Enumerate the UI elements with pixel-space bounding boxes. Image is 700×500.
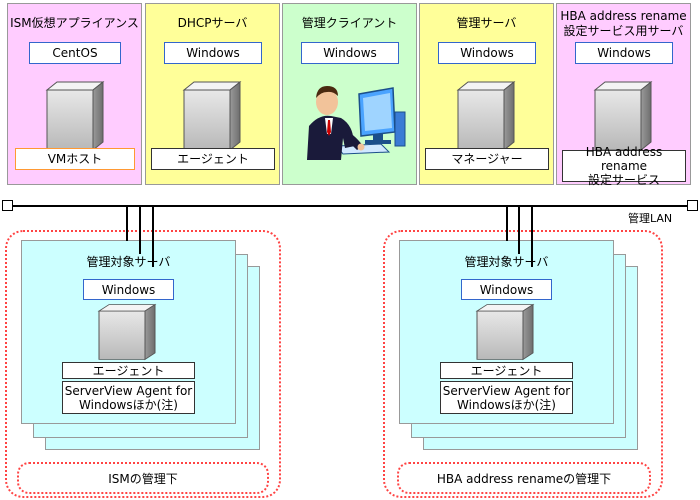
managed-agent-label: エージェント bbox=[62, 362, 195, 379]
hba-server-title-line1: HBA address rename bbox=[560, 9, 687, 23]
dhcp-os-label: Windows bbox=[164, 42, 262, 64]
server-icon bbox=[456, 80, 518, 152]
ism-appliance-panel: ISM仮想アプライアンス CentOS VMホスト bbox=[7, 3, 142, 185]
lan-drop-line bbox=[531, 205, 533, 267]
managed-agent-label: エージェント bbox=[440, 362, 573, 379]
serverview-line1: ServerView Agent for bbox=[64, 383, 193, 398]
ism-os-label: CentOS bbox=[29, 42, 121, 64]
client-os-label: Windows bbox=[301, 42, 399, 64]
hba-service-line1: HBA address rename bbox=[585, 145, 663, 173]
ism-managed-caption: ISMの管理下 bbox=[108, 472, 178, 486]
serverview-agent-label: ServerView Agent for Windowsほか(注) bbox=[62, 381, 195, 414]
hba-service-line2: 設定サービス bbox=[587, 173, 660, 187]
server-icon bbox=[97, 303, 159, 361]
lan-drop-line bbox=[126, 205, 128, 241]
hba-managed-caption-box bbox=[397, 462, 651, 494]
managed-os-label: Windows bbox=[83, 279, 174, 300]
hba-managed-group bbox=[383, 230, 663, 498]
dhcp-server-title: DHCPサーバ bbox=[177, 16, 248, 30]
manager-role-label: マネージャー bbox=[425, 148, 549, 170]
dhcp-agent-label: エージェント bbox=[151, 148, 275, 170]
server-icon bbox=[593, 80, 655, 152]
ism-managed-group bbox=[5, 230, 281, 498]
managed-server-title: 管理対象サーバ bbox=[464, 255, 549, 269]
managed-server-title: 管理対象サーバ bbox=[86, 255, 171, 269]
management-client-panel: 管理クライアント Windows bbox=[282, 3, 417, 185]
dhcp-server-panel: DHCPサーバ Windows エージェント bbox=[145, 3, 280, 185]
server-icon bbox=[182, 80, 244, 152]
management-server-panel: 管理サーバ Windows マネージャー bbox=[419, 3, 554, 185]
hba-managed-caption: HBA address renameの管理下 bbox=[436, 472, 612, 486]
management-lan-label: 管理LAN bbox=[628, 212, 673, 225]
managed-os-label: Windows bbox=[461, 279, 552, 300]
lan-left-terminal bbox=[2, 200, 13, 211]
management-server-title: 管理サーバ bbox=[456, 16, 517, 30]
manager-os-label: Windows bbox=[438, 42, 536, 64]
management-lan-line bbox=[12, 205, 688, 207]
vm-host-label: VMホスト bbox=[15, 148, 135, 170]
serverview-line2: Windowsほか(注) bbox=[79, 397, 178, 412]
serverview-line2: Windowsほか(注) bbox=[457, 397, 556, 412]
ism-managed-caption-box bbox=[17, 462, 269, 494]
user-at-computer-icon bbox=[307, 86, 406, 160]
serverview-line1: ServerView Agent for bbox=[442, 383, 571, 398]
management-client-title: 管理クライアント bbox=[301, 16, 398, 30]
lan-drop-line bbox=[506, 205, 508, 241]
server-icon bbox=[45, 80, 107, 152]
server-icon bbox=[475, 303, 537, 361]
lan-right-terminal bbox=[687, 200, 698, 211]
serverview-agent-label: ServerView Agent for Windowsほか(注) bbox=[440, 381, 573, 414]
lan-drop-line bbox=[139, 205, 141, 254]
hba-server-title-line2: 設定サービス用サーバ bbox=[563, 24, 684, 38]
hba-os-label: Windows bbox=[575, 42, 673, 64]
hba-service-label: HBA address rename 設定サービス bbox=[562, 145, 686, 187]
hba-rename-server-panel: HBA address rename 設定サービス用サーバ Windows HB… bbox=[556, 3, 691, 187]
ism-appliance-title: ISM仮想アプライアンス bbox=[10, 16, 139, 30]
lan-drop-line bbox=[152, 205, 154, 267]
lan-drop-line bbox=[518, 205, 520, 254]
